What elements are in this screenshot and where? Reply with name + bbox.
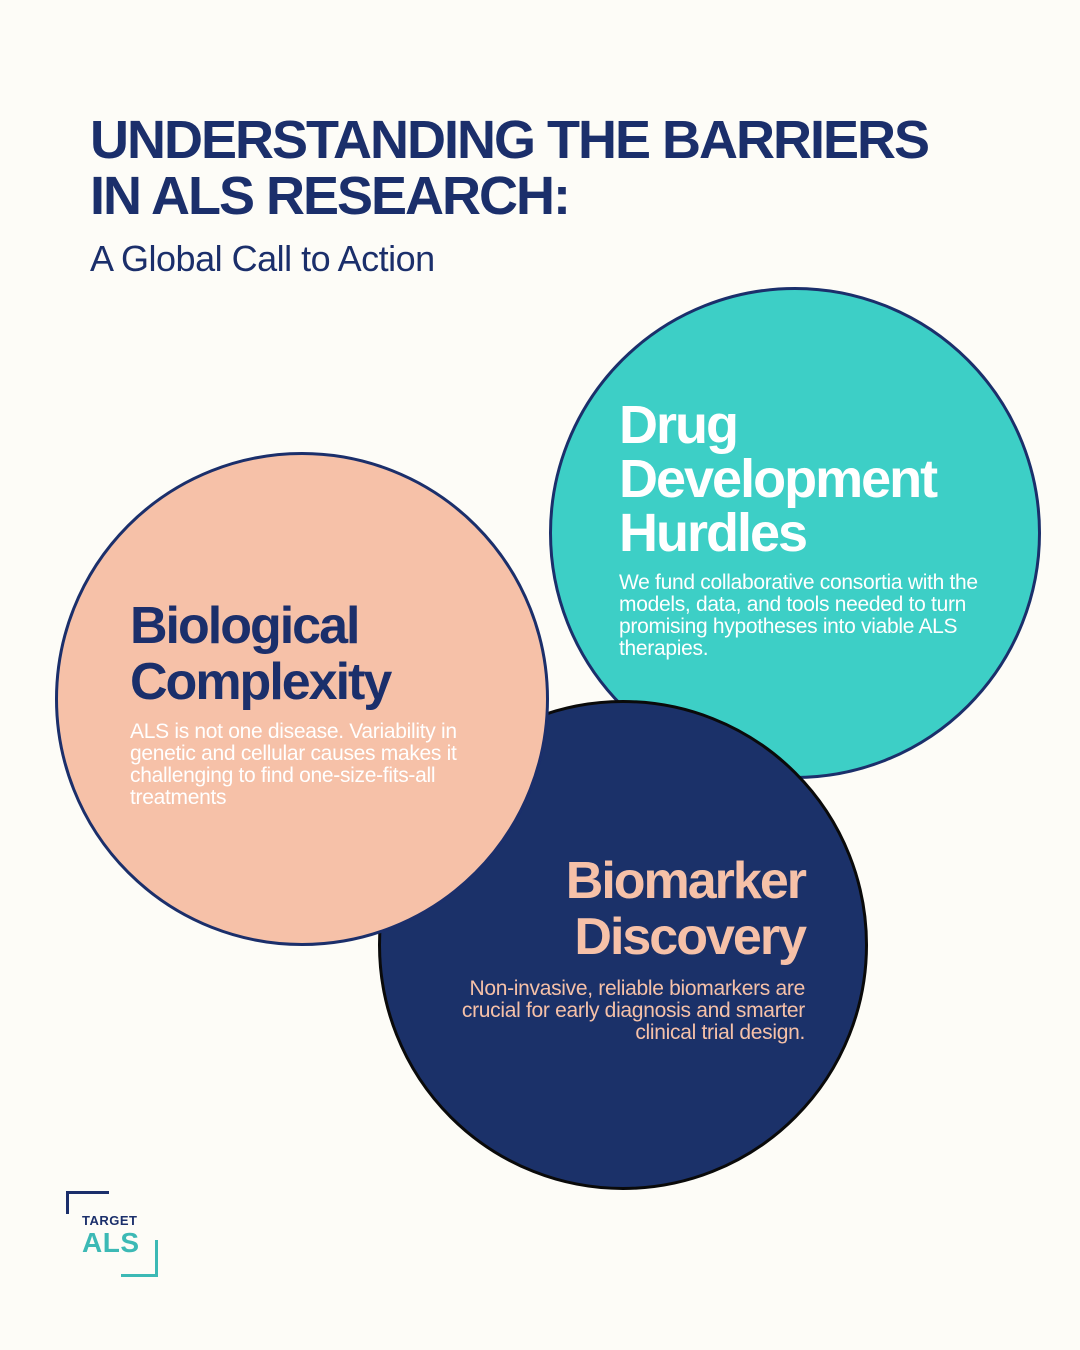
- biomarker-discovery-body: Non-invasive, reliable biomarkers are cr…: [461, 977, 805, 1044]
- logo-text-target: TARGET: [82, 1213, 138, 1228]
- logo-text-als: ALS: [82, 1227, 140, 1258]
- biological-complexity-circle: Biological Complexity ALS is not one dis…: [55, 452, 549, 946]
- biomarker-heading-line-1: Biomarker: [565, 852, 807, 910]
- drug-heading-line-3: Hurdles: [619, 503, 808, 563]
- drug-development-heading: Drug Development Hurdles: [619, 395, 1038, 563]
- biology-heading-line-1: Biological: [130, 597, 360, 655]
- target-als-logo: TARGET ALS: [66, 1191, 158, 1277]
- biomarker-heading-line-2: Discovery: [574, 908, 807, 966]
- page-title-line-1: UNDERSTANDING THE BARRIERS: [90, 110, 930, 170]
- page-title: UNDERSTANDING THE BARRIERS IN ALS RESEAR…: [90, 110, 930, 226]
- page-title-line-2: IN ALS RESEARCH:: [90, 166, 571, 226]
- drug-heading-line-2: Development: [619, 449, 938, 509]
- biological-complexity-heading: Biological Complexity: [130, 598, 530, 710]
- biological-complexity-body: ALS is not one disease. Variability in g…: [130, 720, 457, 809]
- logo-corner-bracket-bottom: [121, 1240, 158, 1277]
- page-subtitle: A Global Call to Action: [90, 238, 435, 279]
- drug-heading-line-1: Drug: [619, 395, 739, 455]
- biology-heading-line-2: Complexity: [130, 653, 392, 711]
- drug-development-circle: Drug Development Hurdles We fund collabo…: [549, 287, 1041, 779]
- logo-corner-bracket-top: [66, 1191, 109, 1214]
- biomarker-discovery-heading: Biomarker Discovery: [405, 852, 807, 966]
- drug-development-body: We fund collaborative consortia with the…: [619, 571, 978, 660]
